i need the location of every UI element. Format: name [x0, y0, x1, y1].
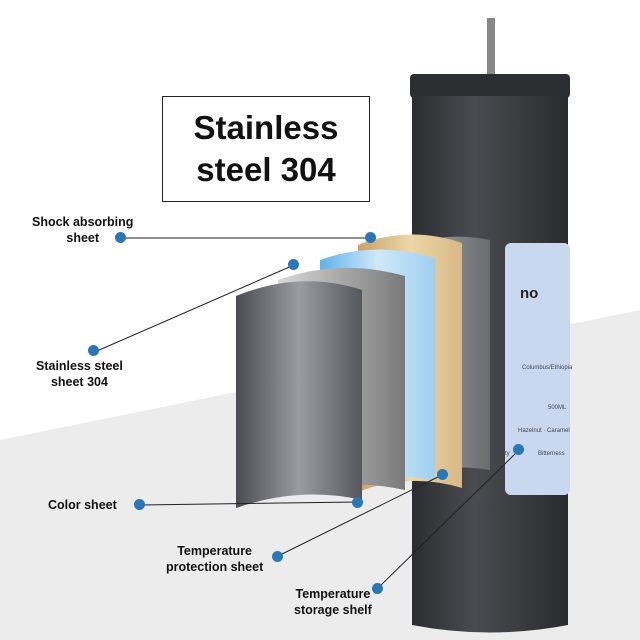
- label-temperature-storage: Temperature storage shelf: [294, 587, 372, 617]
- marker-dot: [352, 497, 363, 508]
- label-stainless-steel: Stainless steel sheet 304: [36, 359, 123, 389]
- can-lid: [410, 74, 570, 98]
- can-label-name: no: [520, 285, 539, 302]
- marker-dot: [134, 499, 145, 510]
- can-label-acidity: Acidity: [492, 451, 510, 457]
- marker-dot: [288, 259, 299, 270]
- marker-dot: [272, 551, 283, 562]
- can-label-origin: Columbus/Ethiopia: [522, 365, 573, 371]
- material-title: Stainless steel 304: [162, 96, 370, 202]
- layer-color-sheet: [236, 281, 362, 508]
- marker-dot: [437, 469, 448, 480]
- marker-dot: [115, 232, 126, 243]
- can-label-bitterness: Bitterness: [538, 451, 565, 457]
- label-temperature-protection: Temperature protection sheet: [166, 544, 264, 574]
- marker-dot: [365, 232, 376, 243]
- can-label-size: 500ML: [548, 405, 567, 411]
- can-straw: [487, 18, 495, 76]
- marker-dot: [372, 583, 383, 594]
- marker-dot: [88, 345, 99, 356]
- marker-dot: [513, 444, 524, 455]
- can-label-flavor: Hazelnut · Caramel: [518, 428, 570, 434]
- can-label: [505, 243, 570, 495]
- label-shock-absorbing: Shock absorbing sheet: [32, 215, 134, 245]
- leader-lines: [96, 237, 520, 589]
- label-color-sheet: Color sheet: [48, 498, 117, 512]
